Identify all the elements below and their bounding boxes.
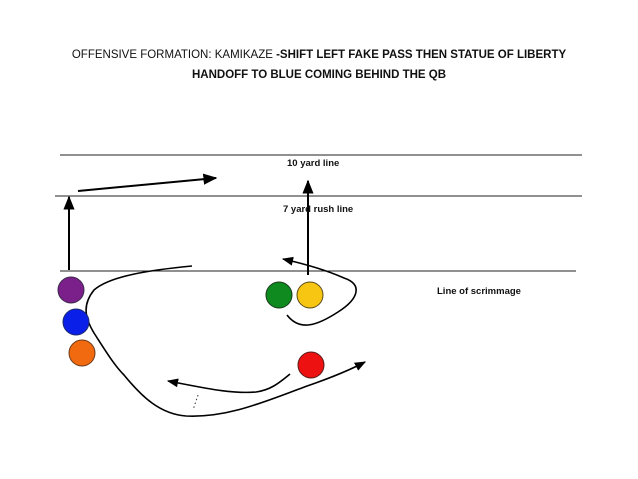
title-line1: -SHIFT LEFT FAKE PASS THEN STATUE OF LIB… bbox=[276, 49, 567, 61]
qb-loop-route bbox=[281, 256, 357, 326]
blue-runner-route bbox=[85, 265, 366, 417]
player-green bbox=[265, 281, 293, 309]
player-red bbox=[297, 351, 325, 379]
player-purple bbox=[57, 276, 85, 304]
seven-yard-label: 7 yard rush line bbox=[283, 204, 354, 215]
title-prefix: OFFENSIVE FORMATION: KAMIKAZE bbox=[71, 49, 277, 61]
player-blue bbox=[62, 308, 90, 336]
player-yellow bbox=[296, 281, 324, 309]
play-title: OFFENSIVE FORMATION: KAMIKAZE -SHIFT LEF… bbox=[20, 45, 618, 85]
red-fake-route bbox=[166, 373, 291, 394]
scrimmage-label: Line of scrimmage bbox=[437, 286, 521, 297]
player-orange bbox=[68, 339, 96, 367]
ten-yard-label: 10 yard line bbox=[287, 158, 340, 169]
dotted-mark bbox=[192, 394, 199, 411]
diagonal-arrow bbox=[77, 173, 218, 192]
title-line2: HANDOFF TO BLUE COMING BEHIND THE QB bbox=[191, 69, 447, 81]
